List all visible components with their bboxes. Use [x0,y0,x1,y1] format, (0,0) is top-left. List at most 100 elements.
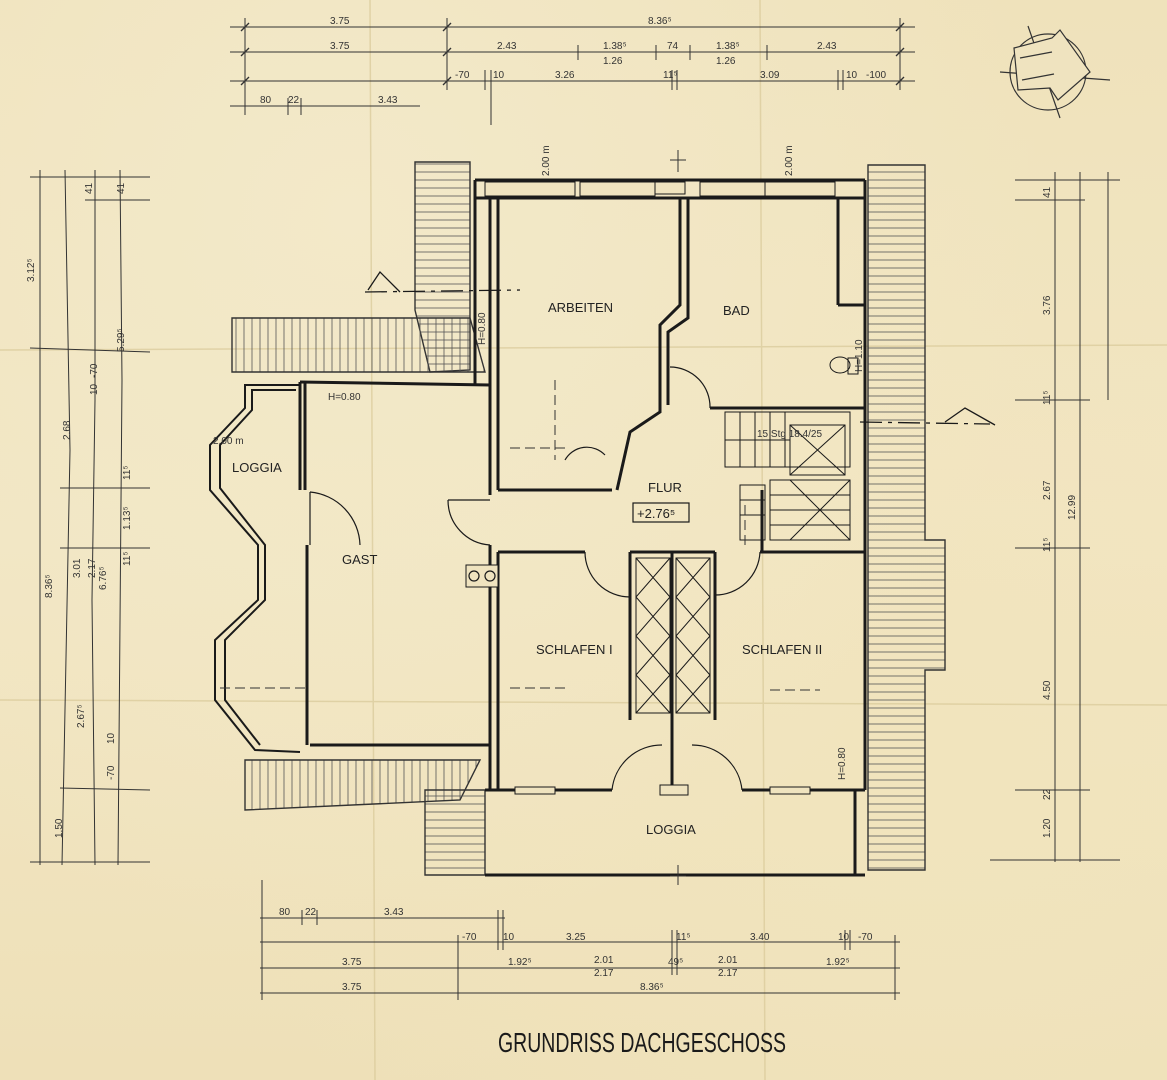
bottom-dimension-labels: 80 22 3.43 -70 10 3.25 11⁵ 3.40 10 -70 3… [279,907,873,993]
toilet-icon [829,356,859,375]
room-flur: FLUR [648,480,682,495]
north-arrow-icon [999,25,1111,119]
staircase [724,411,851,541]
dim-left-b: 41 [84,182,95,194]
dim-top-r2e: 1.38⁵ [716,41,740,52]
dim-bottom-r3f: 1.92⁵ [826,957,850,968]
dim-top-r3g: -100 [866,70,886,81]
dim-top-r2b: 2.43 [497,41,517,52]
door-swings [309,366,761,791]
dim-left-d: 5.29⁵ [116,328,127,352]
bottom-dimensions [260,880,900,1000]
dim-right-g: 4.50 [1042,680,1053,700]
room-loggia-left: LOGGIA [232,460,282,475]
dim-left-h: 11⁵ [122,465,133,480]
room-gast: GAST [342,552,377,567]
left-dimension-labels: 3.12⁵ 41 41 5.29⁵ 10 -70 2.68 11⁵ 1.13⁵ … [26,182,133,838]
dim-bottom-r2b: 10 [503,932,515,943]
wardrobes [635,557,711,714]
window-note-1: 2.00 m [541,145,552,176]
dim-bottom-r3e: 2.01 [718,955,738,966]
window-note-3: 2.00 m [213,436,244,447]
window-note-6: H=0.80 [837,747,848,780]
dim-top-r1b: 8.36⁵ [648,16,672,27]
dim-bottom-r1a: 80 [279,907,291,918]
dim-right-c: 11⁵ [1042,390,1053,405]
dim-left-p: 10 [106,732,117,744]
dim-left-l: 3.01 [72,558,83,578]
right-dimensions [990,172,1120,862]
dim-bottom-r3c: 2.01 [594,955,614,966]
dim-bottom-r2d: 11⁵ [676,932,691,943]
left-dimensions [29,169,151,866]
dim-bottom-r2e: 3.40 [750,932,770,943]
dim-left-f: -70 [89,363,100,378]
dim-bottom-r2a: -70 [462,932,477,943]
drawing-title: GRUNDRISS DACHGESCHOSS [498,1027,786,1058]
dim-left-e: 10 [89,383,100,395]
window-note-4: H=0.80 [328,392,361,403]
dim-left-o: 2.67⁵ [76,704,87,728]
dim-top-r2e2: 1.26 [716,56,736,67]
flur-level: +2.76⁵ [637,506,675,521]
level-box [632,502,690,523]
dim-right-d: 2.67 [1042,480,1053,500]
top-dimensions [230,18,915,125]
window-note-2: 2.00 m [784,145,795,176]
room-loggia-bottom: LOGGIA [646,822,696,837]
dim-right-b: 3.76 [1042,295,1053,315]
loggia-left-outline [209,384,301,753]
stair-note: 15 Stg 18.4/25 [757,429,822,440]
dim-top-r1a: 3.75 [330,16,350,27]
dim-bottom-r3e2: 2.17 [718,968,738,979]
dim-left-k: 8.36⁵ [44,574,55,598]
dim-bottom-r3c2: 2.17 [594,968,614,979]
dim-right-e: 12.99 [1067,495,1078,520]
dim-top-r3f: 10 [846,70,858,81]
window-note-7: H=1.10 [854,339,865,372]
dim-left-n: 6.76⁵ [98,566,109,590]
dim-bottom-r1c: 3.43 [384,907,404,918]
dim-bottom-r3b: 1.92⁵ [508,957,532,968]
room-arbeiten: ARBEITEN [548,300,613,315]
top-dimension-labels: 3.75 8.36⁵ 3.75 2.43 1.38⁵ 1.26 74 1.38⁵… [260,16,886,106]
dim-top-r3d: 11⁵ [663,70,678,81]
dim-top-r3b: 10 [493,70,505,81]
dim-bottom-r3d: 49⁵ [668,957,683,968]
dim-bottom-r1b: 22 [305,907,317,918]
dim-left-j: 11⁵ [122,551,133,566]
dim-top-r3e: 3.09 [760,70,780,81]
chimney-icon [468,570,496,582]
window-notes: 2.00 m 2.00 m 2.00 m H=0.80 H=0.80 H=0.8… [213,145,865,780]
dim-top-r4b: 22 [288,95,300,106]
dim-left-r: 1.50 [54,818,65,838]
dim-top-r3c: 3.26 [555,70,575,81]
dim-right-f: 11⁵ [1042,537,1053,552]
section-markers [364,270,996,426]
dim-top-r3a: -70 [455,70,470,81]
dim-left-q: -70 [106,765,117,780]
dim-left-i: 1.13⁵ [122,506,133,530]
dim-top-r2d: 74 [667,41,679,52]
dim-right-h: 22 [1042,788,1053,800]
window-note-5: H=0.80 [477,312,488,345]
dim-bottom-r4b: 8.36⁵ [640,982,664,993]
dim-top-r2a: 3.75 [330,41,350,52]
room-bad: BAD [723,303,750,318]
roof-slopes [231,161,946,876]
dim-left-g: 2.68 [62,420,73,440]
dim-top-r4a: 80 [260,95,272,106]
dim-top-r4c: 3.43 [378,95,398,106]
dim-top-r2f: 2.43 [817,41,837,52]
dim-bottom-r2f: 10 [838,932,850,943]
dim-left-m: 2.17 [87,558,98,578]
center-marks [220,150,820,885]
dim-top-r2c2: 1.26 [603,56,623,67]
dim-bottom-r4a: 3.75 [342,982,362,993]
dim-left-c: 41 [116,182,127,194]
dim-right-a: 41 [1042,186,1053,198]
room-labels: ARBEITEN BAD FLUR LOGGIA GAST SCHLAFEN I… [232,300,822,837]
